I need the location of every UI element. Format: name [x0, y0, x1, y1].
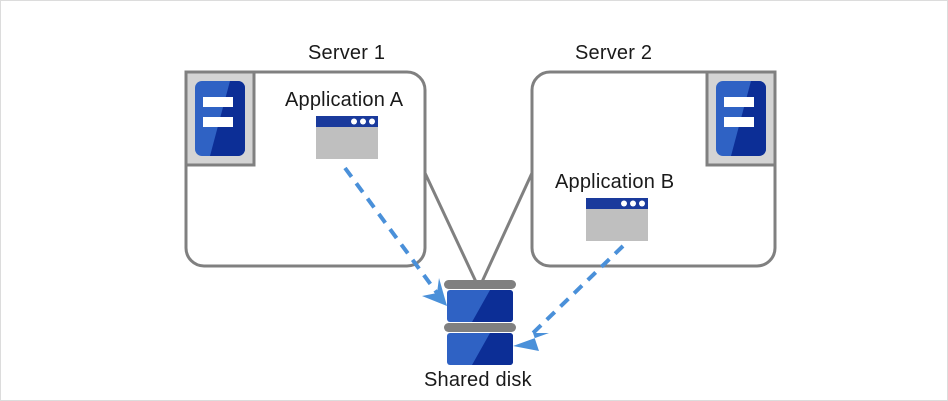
application-window-icon — [316, 116, 378, 159]
dataflow-arrow-app-a — [343, 166, 447, 306]
window-titlebar — [586, 198, 648, 209]
disk-stack-icon[interactable] — [444, 280, 516, 365]
shared-disk-label: Shared disk — [424, 369, 532, 391]
server-icon-body — [195, 81, 245, 156]
disk-band — [444, 323, 516, 332]
application-a-label: Application A — [285, 89, 404, 111]
connector-server2-disk — [479, 172, 534, 285]
window-dot — [369, 118, 375, 125]
application-b-label: Application B — [555, 171, 675, 193]
dataflow-arrow-app-b — [513, 244, 625, 351]
server1-label: Server 1 — [308, 42, 386, 64]
disk-band — [444, 280, 516, 289]
application-window-icon — [586, 198, 648, 241]
window-titlebar — [316, 116, 378, 127]
server-icon — [184, 70, 256, 167]
connector-server1-disk — [423, 172, 479, 285]
server2-label: Server 2 — [575, 42, 653, 64]
disk-platter — [447, 290, 513, 322]
window-dot — [639, 200, 645, 207]
window-dot — [621, 200, 627, 207]
dataflow-arrow-app-a-line — [343, 166, 439, 295]
dataflow-arrow-app-b-head — [513, 333, 549, 351]
window-dot — [630, 200, 636, 207]
dataflow-arrow-app-a-head — [422, 278, 447, 306]
window-dot — [351, 118, 357, 125]
disk-platter — [447, 333, 513, 365]
window-dot — [360, 118, 366, 125]
server-icon — [705, 70, 777, 167]
server-icon-body — [716, 81, 766, 156]
dataflow-arrow-app-b-line — [531, 244, 625, 335]
